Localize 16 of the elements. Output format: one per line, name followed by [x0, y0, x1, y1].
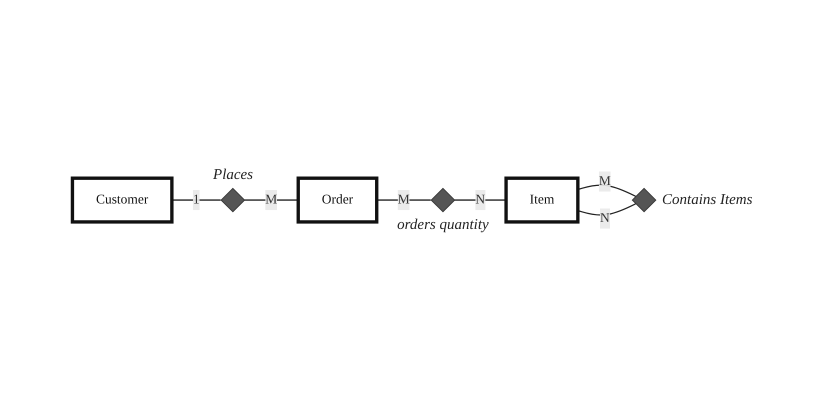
edge-label: M [265, 192, 278, 207]
node-box: Order [296, 176, 379, 224]
edge-label: N [476, 192, 486, 207]
connector [578, 203, 636, 216]
relationship-label: orders quantity [397, 216, 489, 234]
edge-label: M [398, 192, 410, 207]
edge-label: 1 [193, 192, 200, 207]
node-diamond [430, 188, 456, 212]
node-diamond [220, 188, 246, 212]
node-box: Customer [70, 176, 174, 224]
node-diamond [632, 188, 657, 212]
edge-label: M [599, 174, 612, 188]
connector [172, 199, 221, 201]
edge-label: N [600, 210, 610, 226]
node-box: Item [504, 176, 580, 224]
connector [578, 184, 636, 197]
